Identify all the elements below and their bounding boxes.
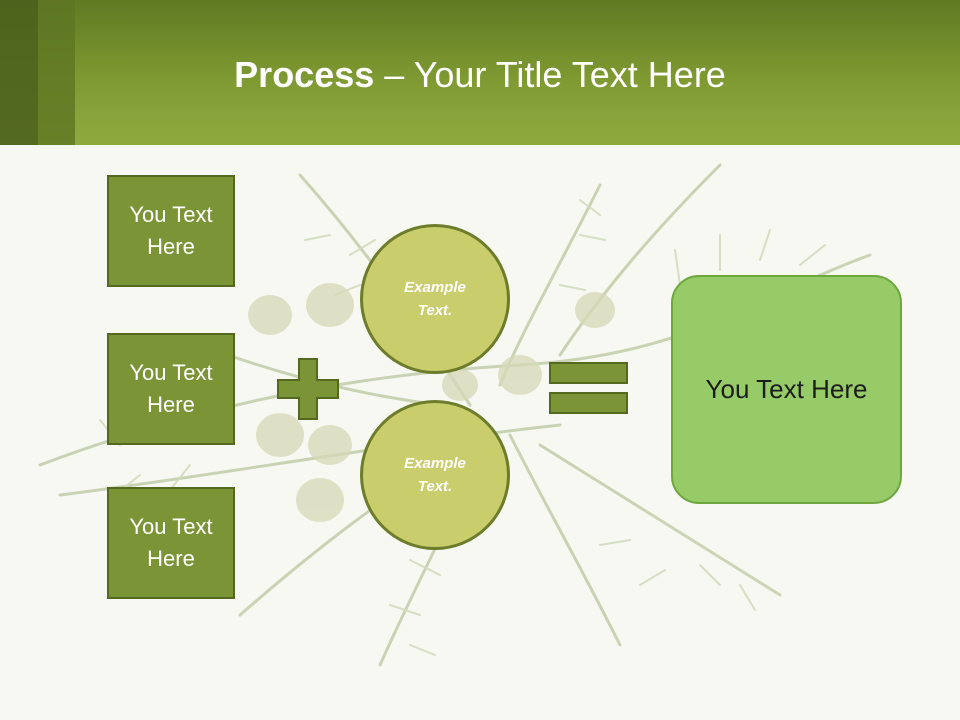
slide-title: Process – Your Title Text Here [0,52,960,98]
left-text-box-1[interactable]: You Text Here [107,175,235,287]
header-stripe-dark [0,0,38,145]
title-bar: Process – Your Title Text Here [0,0,960,145]
header-stripe-medium [38,0,75,145]
result-text-box[interactable]: You Text Here [671,275,902,504]
example-circle-label: Example Text. [404,279,466,319]
example-circle-1[interactable]: Example Text. [360,224,510,374]
left-text-box-label: You Text Here [129,360,213,417]
title-bold: Process [234,54,375,95]
plus-icon [277,358,339,420]
left-text-box-label: You Text Here [129,202,213,259]
result-label: You Text Here [705,374,868,404]
title-rest: – Your Title Text Here [374,54,726,95]
cypress-branch-background [38,163,872,667]
left-text-box-3[interactable]: You Text Here [107,487,235,599]
left-text-box-2[interactable]: You Text Here [107,333,235,445]
left-text-box-label: You Text Here [129,514,213,571]
equals-icon [549,362,628,414]
example-circle-label: Example Text. [404,455,466,495]
example-circle-2[interactable]: Example Text. [360,400,510,550]
